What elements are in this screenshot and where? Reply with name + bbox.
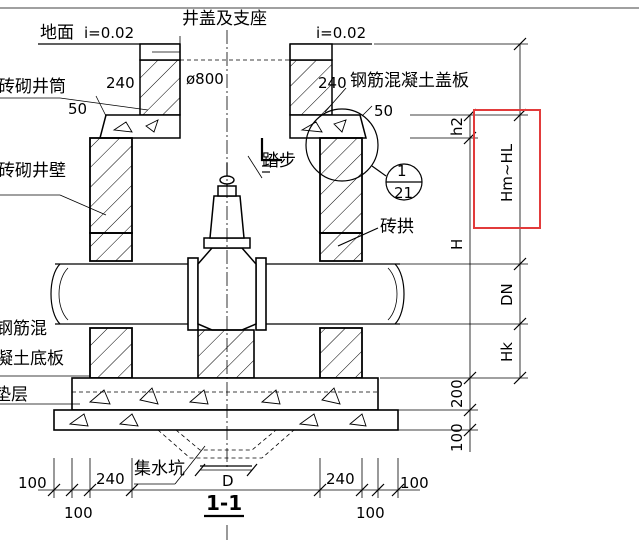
rc-base-label-2: 凝土底板 [0, 349, 64, 369]
leader-lines [0, 36, 373, 485]
dim-bottom-240-a: 240 [96, 470, 125, 488]
dim-h: H [448, 239, 466, 250]
dim-dn: DN [498, 283, 516, 306]
brick-arch-label: 砖拱 [380, 217, 414, 237]
brick-arch-leader [337, 227, 379, 247]
detail-sheet: 21 [394, 184, 413, 202]
valve-support-pier [197, 329, 255, 379]
detail-callout-circle [305, 108, 379, 182]
brick-shaft-label: 砖砌井筒 [0, 77, 66, 97]
brick-wall-label: 砖砌井壁 [0, 161, 66, 181]
brick-shaft [139, 43, 333, 116]
dim-ledge-left: 50 [68, 100, 87, 118]
dim-sump-dia: D [222, 472, 234, 490]
dim-bottom-100-a: 100 [18, 474, 47, 492]
dim-ledge-right: 50 [374, 102, 393, 120]
cushion-label: 垫层 [0, 385, 28, 405]
rc-cover-slab [99, 114, 367, 139]
rc-cover-slab-label: 钢筋混凝土盖板 [350, 71, 469, 91]
slope-right-label: i=0.02 [316, 24, 366, 42]
steps-label: 踏步 [262, 151, 296, 171]
dim-shaft-wall-left: 240 [106, 74, 135, 92]
brick-wall-right [319, 137, 363, 379]
dim-bottom-100-d: 100 [356, 504, 385, 522]
detail-number: 1 [397, 162, 407, 180]
dim-base-thk: 200 [448, 379, 466, 408]
dim-hk: Hk [498, 342, 516, 362]
dim-shaft-dia: ø800 [186, 70, 224, 88]
step-rungs [260, 138, 282, 173]
dim-bottom-100-c: 100 [400, 474, 429, 492]
brick-wall-left [89, 137, 133, 379]
detail-callout-leader [371, 165, 387, 177]
dim-hm-hl: Hm~HL [498, 143, 516, 202]
right-dimension-chain [374, 37, 528, 452]
highlight-box [473, 109, 541, 229]
rc-base-label-1: 钢筋混 [0, 319, 47, 339]
dim-bottom-240-b: 240 [326, 470, 355, 488]
section-title: 1-1 [206, 491, 242, 515]
dim-shaft-wall-right: 240 [318, 74, 347, 92]
dim-bottom-100-b: 100 [64, 504, 93, 522]
dim-cushion-thk: 100 [448, 423, 466, 452]
rc-base-slab [71, 377, 379, 411]
cover-seat-label: 井盖及支座 [182, 9, 267, 29]
slope-left-label: i=0.02 [84, 24, 134, 42]
sump-label: 集水坑 [134, 459, 185, 479]
ground-label: 地面 [40, 23, 74, 43]
bottom-dimension-chain [38, 458, 420, 498]
sump-pit [157, 429, 295, 467]
dim-h2: h2 [448, 117, 466, 136]
cushion-layer [53, 409, 399, 431]
